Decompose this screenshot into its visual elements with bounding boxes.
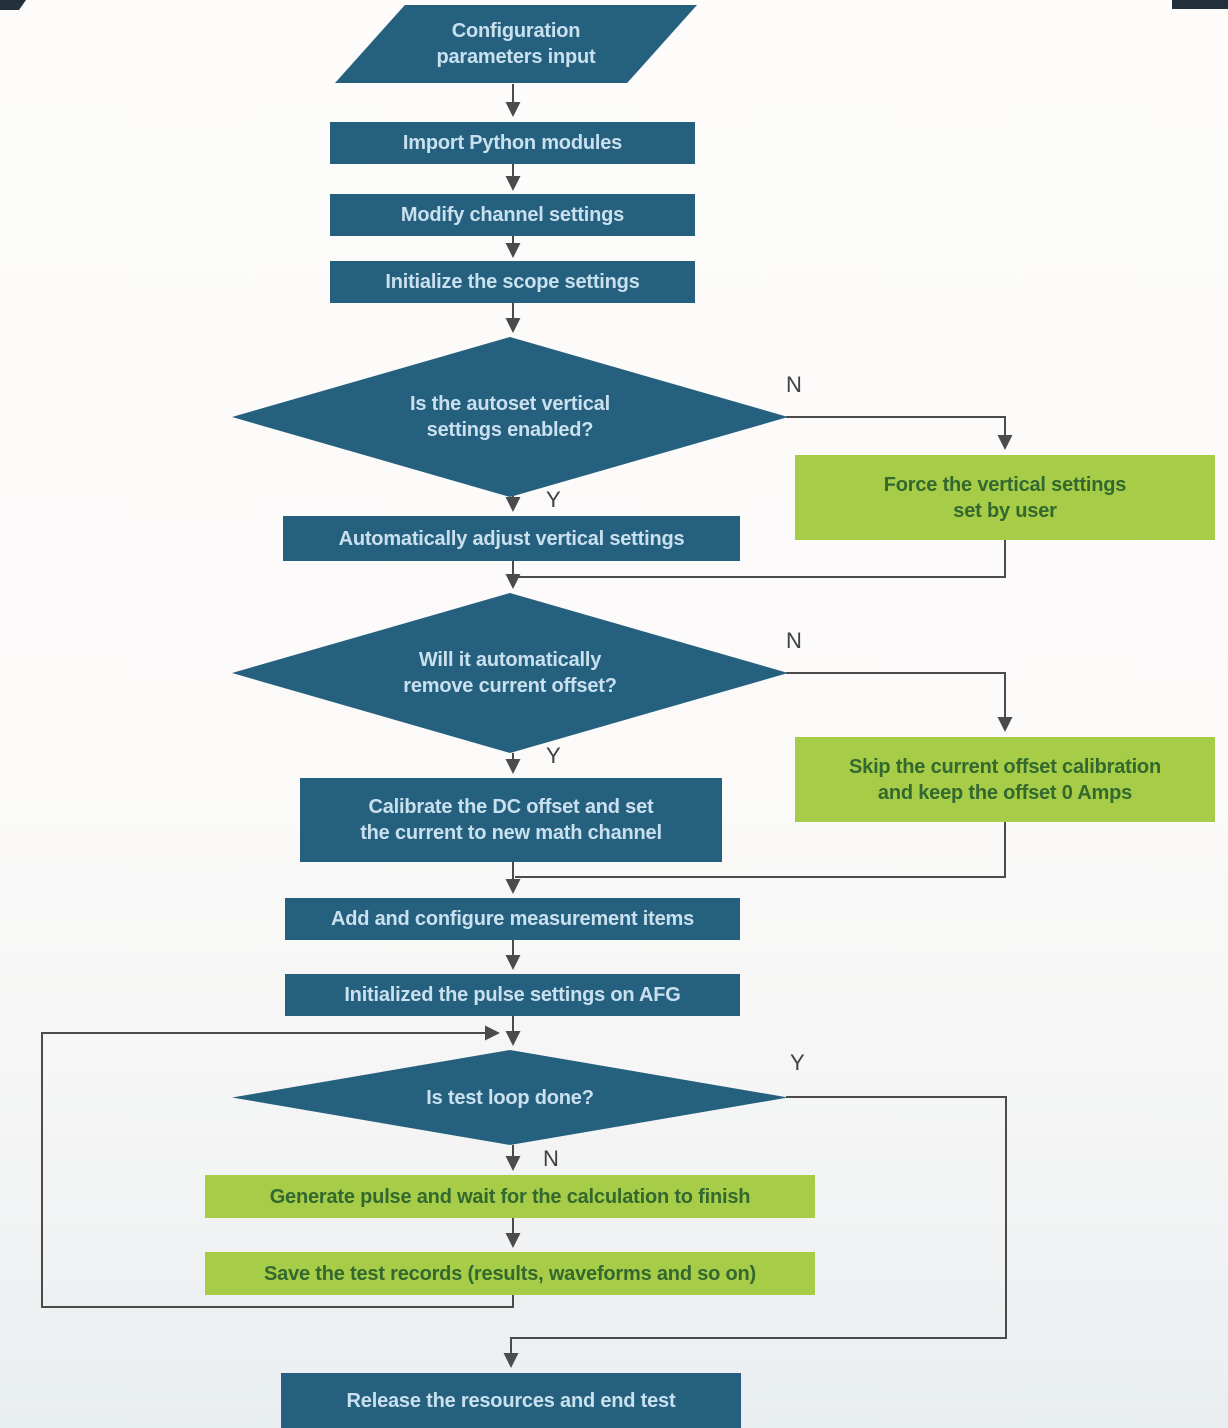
corner-artifact-top-right <box>1172 0 1228 9</box>
flowchart-node-save-test-records: Save the test records (results, waveform… <box>205 1252 815 1295</box>
flowchart-node-initialize-scope: Initialize the scope settings <box>330 261 695 303</box>
flowchart-node-calibrate-dc-offset: Calibrate the DC offset and set the curr… <box>300 778 722 862</box>
branch-label-loop-yes: Y <box>790 1050 805 1075</box>
flowchart-node-initialize-pulse-afg: Initialized the pulse settings on AFG <box>285 974 740 1016</box>
flowchart-node-add-measurements: Add and configure measurement items <box>285 898 740 940</box>
flowchart-node-skip-offset-calibration: Skip the current offset calibration and … <box>795 737 1215 822</box>
flowchart-node-generate-pulse: Generate pulse and wait for the calculat… <box>205 1175 815 1218</box>
flowchart-node-modify-channel: Modify channel settings <box>330 194 695 236</box>
branch-label-offset-yes: Y <box>546 743 561 768</box>
branch-label-offset-no: N <box>786 628 802 653</box>
branch-label-autoset-yes: Y <box>546 487 561 512</box>
flowchart-node-auto-adjust-vertical: Automatically adjust vertical settings <box>283 516 740 561</box>
branch-label-loop-no: N <box>543 1146 559 1171</box>
flowchart-node-import-modules: Import Python modules <box>330 122 695 164</box>
flowchart-node-start: Configuration parameters input <box>335 5 697 83</box>
branch-label-autoset-no: N <box>786 372 802 397</box>
flowchart-node-release-resources: Release the resources and end test <box>281 1373 741 1428</box>
flowchart-node-force-vertical: Force the vertical settings set by user <box>795 455 1215 540</box>
